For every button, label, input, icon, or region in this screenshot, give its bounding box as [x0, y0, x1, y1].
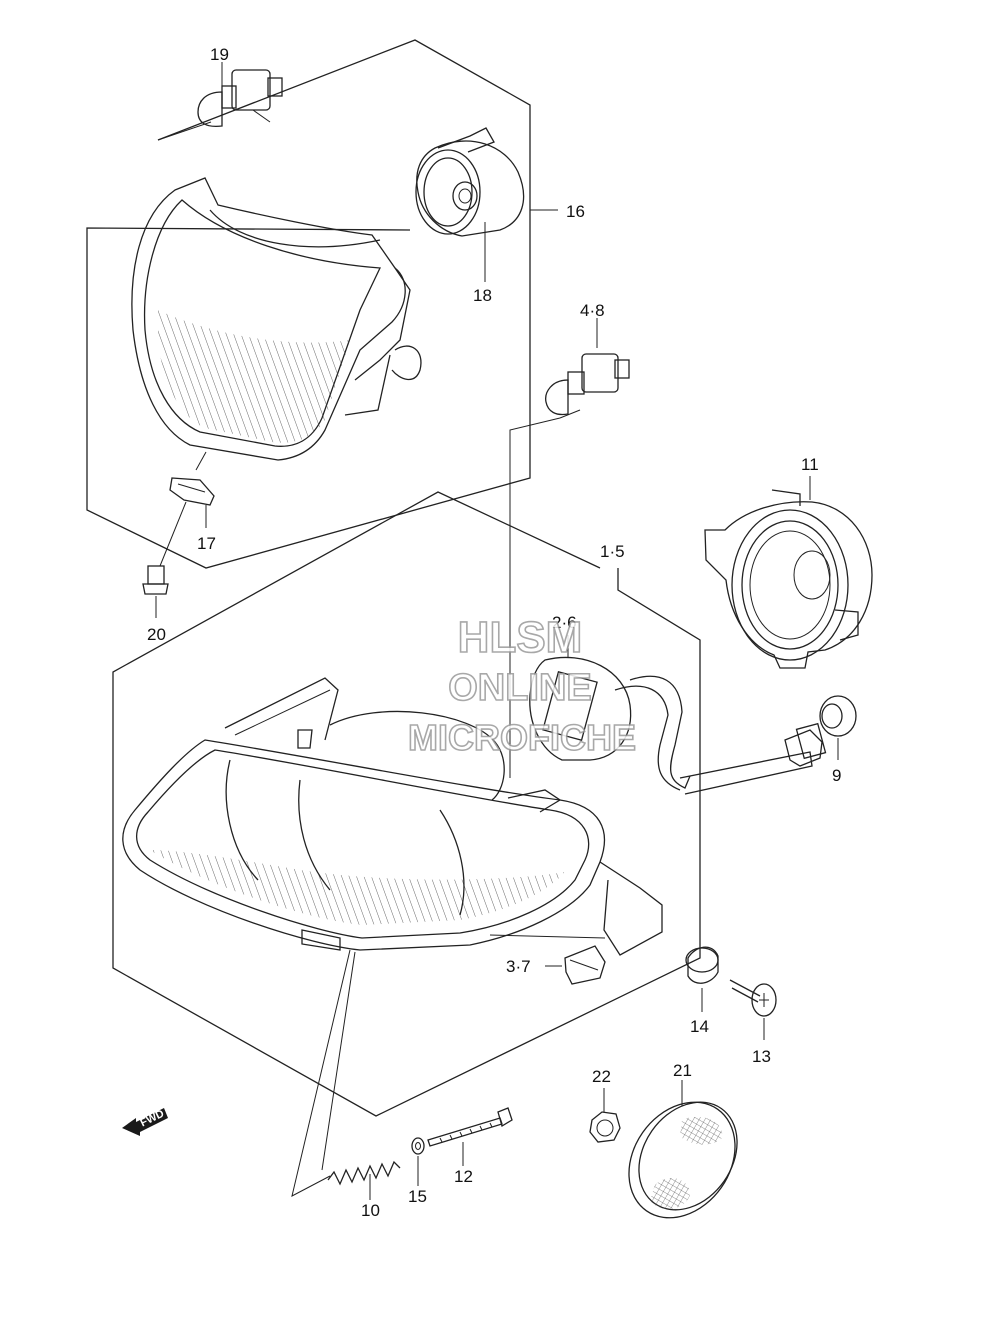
watermark-line-2: ONLINE: [448, 667, 592, 709]
lower-headlamp: [122, 677, 663, 956]
watermark-line-1: HLSM: [458, 613, 583, 662]
socket-cover-11: [704, 476, 873, 669]
label-18: 18: [473, 286, 492, 305]
screw-13: [729, 979, 777, 1040]
reflector-21: [628, 1080, 738, 1219]
cushion-14: [685, 946, 719, 1012]
label-3-7: 3·7: [506, 957, 531, 976]
socket-cover-16: [415, 127, 558, 282]
label-4-8: 4·8: [580, 301, 605, 320]
socket-2-6: [529, 635, 827, 795]
upper-headlamp: [131, 177, 422, 471]
adjuster-hardware: [291, 949, 513, 1200]
label-19: 19: [210, 45, 229, 64]
clip-3-7: [545, 945, 606, 985]
label-16: 16: [566, 202, 585, 221]
label-13: 13: [752, 1047, 771, 1066]
label-15: 15: [408, 1187, 427, 1206]
lower-assembly-box: [112, 491, 701, 1117]
watermark-line-3: MICROFICHE: [408, 717, 636, 758]
label-20: 20: [147, 625, 166, 644]
label-14: 14: [690, 1017, 709, 1036]
clip-17: [169, 477, 215, 528]
bulb-4-8: [509, 318, 630, 778]
fwd-arrow-icon: FWD: [122, 1108, 168, 1136]
label-9: 9: [832, 766, 841, 785]
watermark: HLSM ONLINE MICROFICHE: [407, 612, 637, 759]
label-21: 21: [673, 1061, 692, 1080]
label-1-5: 1·5: [600, 542, 625, 561]
label-17: 17: [197, 534, 216, 553]
label-22: 22: [592, 1067, 611, 1086]
upper-assembly-box: [86, 39, 531, 569]
label-10: 10: [361, 1201, 380, 1220]
grommet-9: [819, 695, 857, 760]
label-11: 11: [801, 455, 819, 474]
bulb-19: [157, 62, 283, 141]
nut-22: [589, 1088, 621, 1143]
fwd-badge-text: FWD: [138, 1108, 166, 1130]
screw-20: [142, 501, 187, 618]
label-2-6: 2·6: [552, 613, 577, 632]
label-12: 12: [454, 1167, 473, 1186]
